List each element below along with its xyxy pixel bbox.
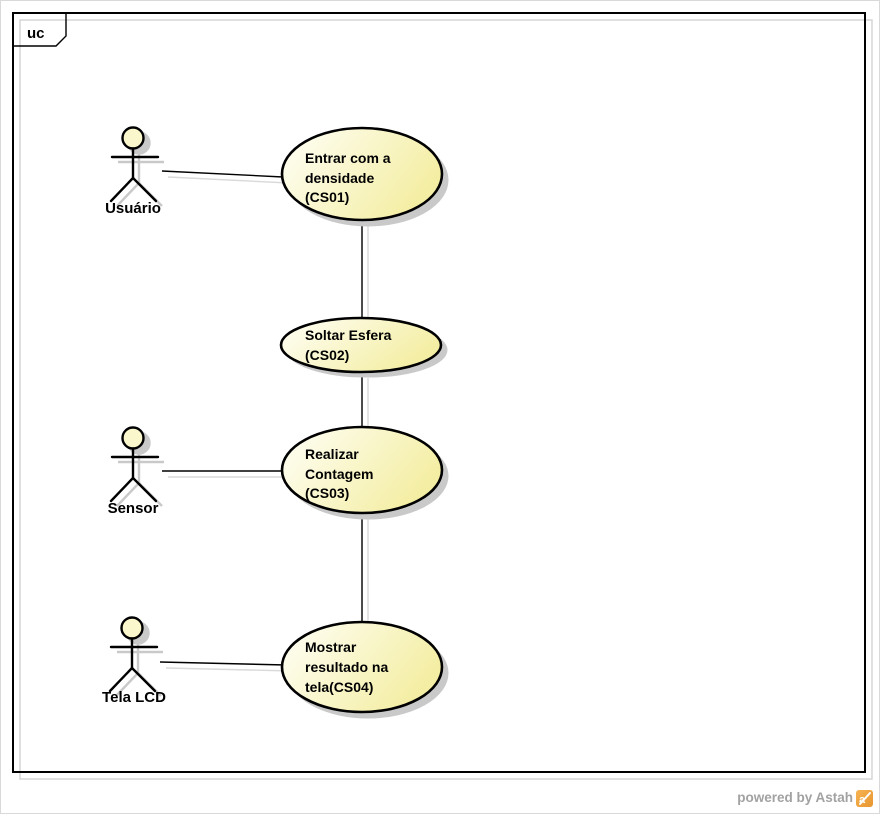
astah-logo-icon: a	[856, 790, 873, 807]
use-case-label-line: densidade	[305, 170, 374, 186]
actor-figure	[109, 426, 160, 503]
actor-sensor[interactable]: Sensor	[108, 426, 166, 518]
frame-shadow	[19, 19, 873, 780]
use-case-ellipse	[280, 425, 444, 515]
use-case-label-line: (CS01)	[305, 189, 349, 205]
frame-tag-label: uc	[27, 25, 45, 42]
use-case-label-line: tela(CS04)	[305, 679, 373, 695]
use-case-ellipse	[280, 620, 444, 714]
use-case-cs04[interactable]: Mostrar resultado na tela(CS04)	[280, 620, 449, 719]
actor-figure	[108, 616, 159, 693]
actor-label: Sensor	[108, 500, 159, 517]
actor-figure	[109, 126, 160, 203]
use-case-label-line: Entrar com a	[305, 150, 391, 166]
powered-by-label: powered by Astah	[737, 790, 853, 805]
use-case-label-line: (CS02)	[305, 347, 349, 363]
frame-tab	[12, 12, 67, 47]
use-case-ellipse	[279, 316, 443, 374]
use-case-label-line: Mostrar	[305, 639, 357, 655]
use-case-label-line: resultado na	[305, 659, 388, 675]
actor-tela-lcd[interactable]: Tela LCD	[102, 616, 166, 707]
actor-label: Usuário	[105, 200, 161, 217]
use-case-ellipse	[280, 126, 444, 222]
association-telalcd-cs04[interactable]	[159, 661, 287, 666]
frame-border	[12, 12, 866, 773]
actor-label: Tela LCD	[102, 689, 166, 706]
diagram-frame: uc	[12, 12, 873, 780]
use-case-cs02[interactable]: Soltar Esfera (CS02)	[279, 316, 448, 378]
use-case-label-line: (CS03)	[305, 485, 349, 501]
connector-shadows	[165, 176, 369, 672]
use-case-cs01[interactable]: Entrar com a densidade (CS01)	[280, 126, 449, 227]
use-case-cs03[interactable]: Realizar Contagem (CS03)	[280, 425, 449, 520]
association-usuario-cs01[interactable]	[161, 170, 284, 178]
footer-watermark: powered by Astah a	[737, 790, 873, 807]
actor-usuario[interactable]: Usuário	[105, 126, 166, 218]
use-case-label-line: Contagem	[305, 466, 373, 482]
use-case-label-line: Soltar Esfera	[305, 327, 392, 343]
use-case-label-line: Realizar	[305, 446, 359, 462]
